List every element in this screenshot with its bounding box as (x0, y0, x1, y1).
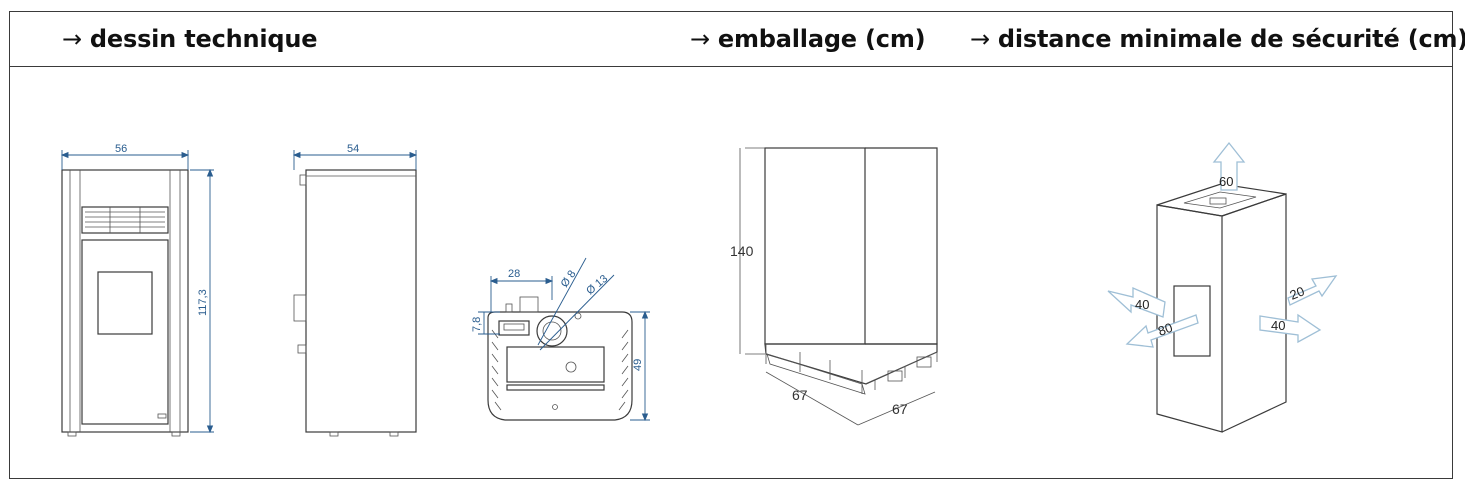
safety-front-label: 80 (1156, 320, 1175, 339)
back-height-label: 49 (632, 359, 644, 371)
package-width-label: 67 (792, 387, 808, 403)
safety-distance-diagram: 60 40 80 20 40 (1107, 141, 1338, 433)
spec-frame (9, 11, 1453, 479)
header-safety-distance: →distance minimale de sécurité (cm) (970, 25, 1465, 53)
side-depth-label: 54 (347, 143, 359, 155)
arrow-up-icon (1212, 141, 1246, 191)
flue-diameter-label: Ø 13 (584, 273, 610, 298)
package-height-label: 140 (730, 243, 754, 259)
arrow-right-back-icon (1287, 275, 1338, 306)
front-width-label: 56 (115, 143, 127, 155)
inlet-height-label: 7,8 (471, 317, 483, 332)
safety-right-label: 40 (1271, 318, 1285, 333)
arrow-right-icon: → (62, 25, 82, 53)
header-divider (9, 66, 1453, 67)
stove-side-view: 54 (292, 143, 418, 437)
air-inlet-diameter-label: Ø 8 (559, 268, 579, 289)
arrow-right-icon: → (690, 25, 710, 53)
header-packaging: →emballage (cm) (690, 25, 926, 53)
packaging-box: 140 67 67 (730, 147, 938, 426)
arrow-right-icon: → (970, 25, 990, 53)
safety-left-label: 40 (1135, 297, 1149, 312)
stove-front-view: 56 117,3 (60, 143, 214, 437)
flue-offset-label: 28 (508, 268, 520, 280)
package-depth-label: 67 (892, 401, 908, 417)
arrow-right-icon (1259, 313, 1322, 344)
arrow-front-icon (1125, 314, 1199, 348)
height-label: 117,3 (197, 289, 209, 316)
safety-top-label: 60 (1219, 174, 1233, 189)
header-technical-drawing: →dessin technique (62, 25, 318, 53)
safety-right-back-label: 20 (1288, 283, 1307, 302)
stove-top-view: 28 Ø 8 Ø 13 7,8 49 (471, 257, 650, 422)
arrow-left-icon (1107, 287, 1166, 318)
